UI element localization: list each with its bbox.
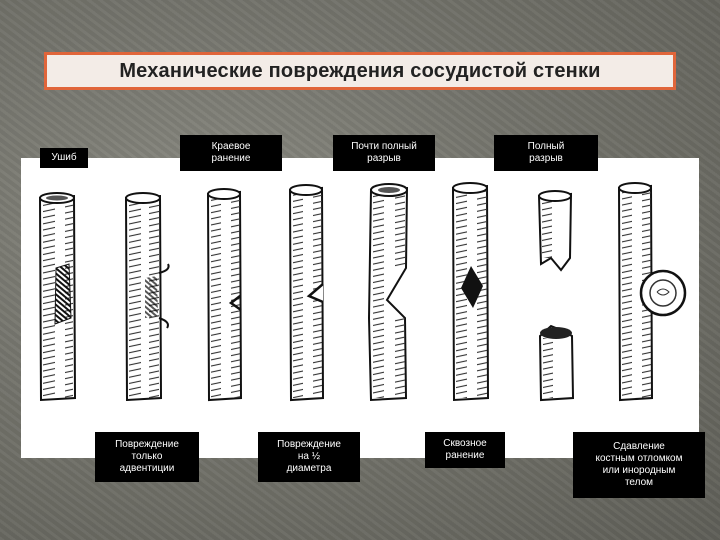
vessel-through [451, 182, 490, 402]
label-bruise: Ушиб [40, 148, 88, 168]
title-box: Механические повреждения сосудистой стен… [44, 52, 676, 90]
label-compression: Сдавление костным отломком или инородным… [573, 432, 705, 498]
vessel-bruise [38, 192, 77, 402]
vessel-drawings [38, 182, 687, 402]
label-complete-rupture: Полный разрыв [494, 135, 598, 171]
vessel-half [288, 184, 325, 402]
label-half-diameter-damage: Повреждение на ½ диаметра [258, 432, 360, 482]
vessel-adventitia [124, 192, 170, 402]
label-adventitia-damage: Повреждение только адвентиции [95, 432, 199, 482]
vessel-compression [617, 182, 687, 402]
label-marginal-wound: Краевое ранение [180, 135, 282, 171]
label-near-complete-rupture: Почти полный разрыв [333, 135, 435, 171]
label-through-wound: Сквозное ранение [425, 432, 505, 468]
slide-title: Механические повреждения сосудистой стен… [119, 59, 601, 82]
illustration-panel [21, 158, 699, 458]
vessel-near-rupture [367, 183, 409, 402]
vessel-marginal [206, 188, 243, 402]
vessel-complete-rupture [537, 190, 575, 402]
